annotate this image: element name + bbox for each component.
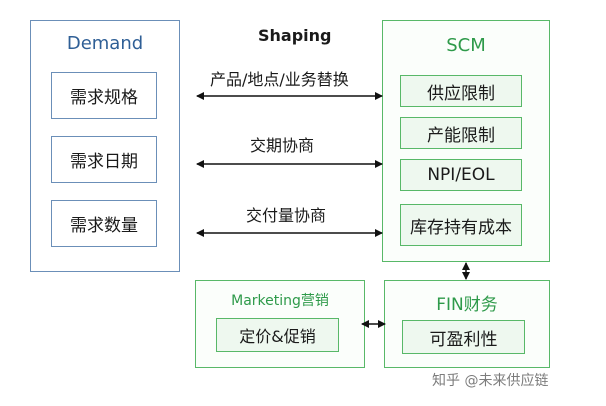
pricing-promotion-box: 定价&促销	[216, 318, 339, 352]
demand-panel: Demand 需求规格 需求日期 需求数量	[30, 20, 180, 272]
fin-title: FIN财务	[436, 295, 498, 315]
demand-date-box: 需求日期	[51, 136, 157, 183]
scm-npi-eol-box: NPI/EOL	[400, 159, 522, 191]
scm-capacity-limit-box: 产能限制	[400, 117, 522, 149]
watermark: 知乎 @未来供应链	[432, 373, 549, 389]
profitability-box: 可盈利性	[402, 320, 525, 354]
scm-supply-limit-box: 供应限制	[400, 75, 522, 107]
demand-quantity-box: 需求数量	[51, 200, 157, 247]
scm-title: SCM	[446, 35, 486, 56]
marketing-title: Marketing营销	[231, 293, 329, 309]
scm-inventory-cost-box: 库存持有成本	[400, 204, 522, 246]
marketing-panel: Marketing营销 定价&促销	[195, 280, 365, 368]
demand-spec-box: 需求规格	[51, 72, 157, 119]
connector-label-substitution: 产品/地点/业务替换	[210, 70, 349, 89]
connector-label-quantity: 交付量协商	[246, 206, 327, 225]
scm-panel: SCM 供应限制 产能限制 NPI/EOL 库存持有成本	[382, 20, 550, 262]
demand-title: Demand	[66, 33, 144, 54]
shaping-title: Shaping	[258, 26, 332, 45]
connector-label-leadtime: 交期协商	[250, 136, 315, 155]
